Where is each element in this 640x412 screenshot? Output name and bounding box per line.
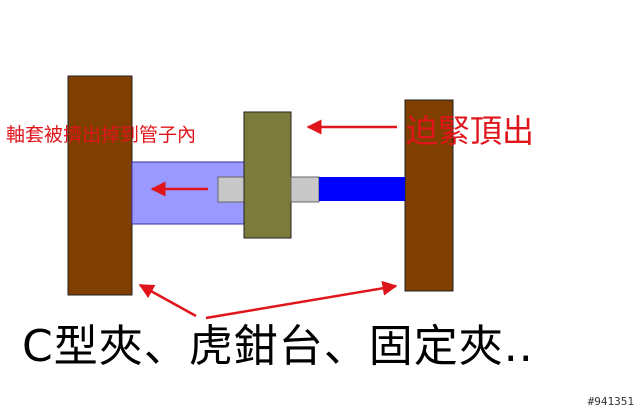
bushing-falls-into-tube-label: 軸套被擠出掉到管子內 — [6, 124, 197, 146]
arrow-to-right-jaw — [205, 280, 398, 320]
right-sleeve — [290, 176, 320, 203]
bushing-block — [243, 111, 292, 239]
press-rod — [319, 177, 405, 201]
right-clamp-jaw — [404, 99, 454, 292]
watermark: #941351 — [587, 395, 634, 408]
left-clamp-jaw — [67, 75, 133, 296]
clamp-tools-caption: C型夾、虎鉗台、固定夾.. — [22, 321, 534, 372]
left-sleeve — [217, 176, 245, 203]
arrow-to-left-jaw — [138, 283, 197, 318]
packing-pushed-out-label: 迫緊頂出 — [406, 112, 535, 150]
